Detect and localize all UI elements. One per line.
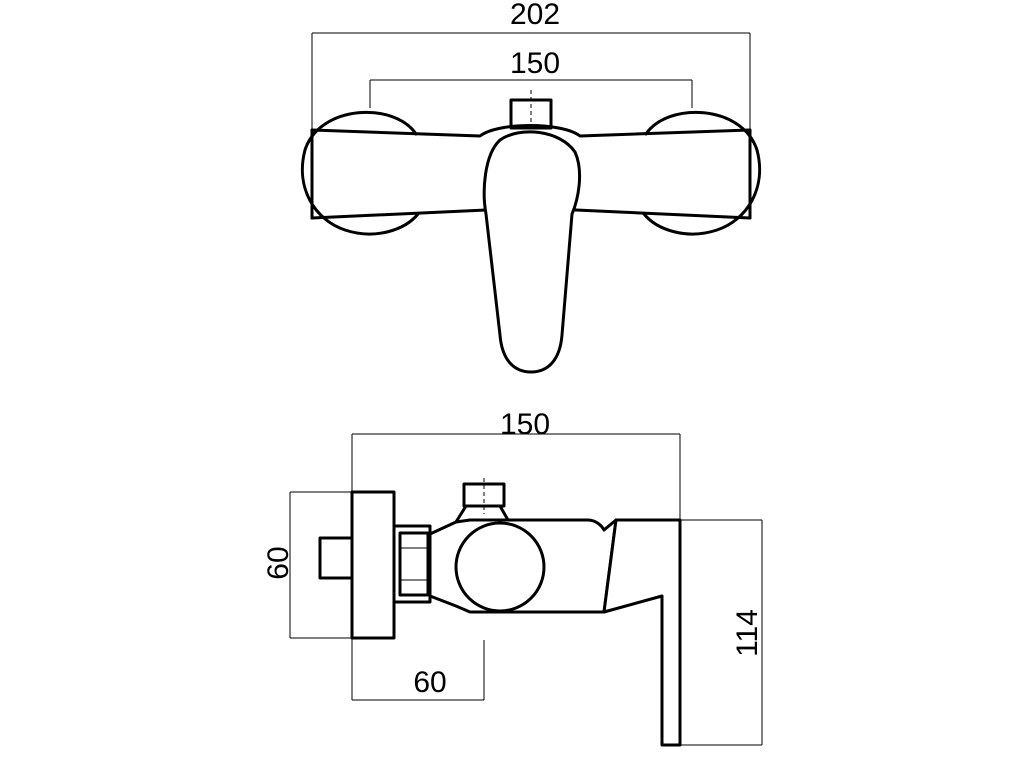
- dimension-overall-width: 202: [311, 0, 751, 138]
- rosette-right: [642, 110, 762, 236]
- dimension-label-114: 114: [731, 609, 764, 657]
- dimension-lever-114: 114: [680, 519, 764, 746]
- side-body: [428, 518, 618, 614]
- dimension-height-60: 60: [262, 491, 352, 639]
- front-view: 202 150: [300, 0, 762, 374]
- mixer-body: [310, 124, 752, 220]
- dimension-label-60-horizontal: 60: [413, 666, 446, 699]
- inlet-stub: [318, 536, 354, 580]
- hex-nut: [398, 531, 430, 597]
- dimension-centers: 150: [369, 47, 693, 108]
- side-outlet: [454, 478, 510, 524]
- rosette-side: [350, 490, 396, 640]
- dimension-label-202: 202: [510, 0, 560, 31]
- rosette-left: [300, 110, 420, 236]
- dimension-label-150-front: 150: [510, 47, 560, 80]
- dimension-offset-60: 60: [352, 640, 485, 701]
- dimension-label-60-vertical: 60: [262, 546, 295, 579]
- front-outlet: [509, 90, 553, 130]
- dimension-label-150-side: 150: [500, 408, 550, 441]
- dimension-depth: 150: [351, 408, 681, 700]
- cartridge-circle: [454, 521, 546, 613]
- side-lever: [602, 518, 682, 747]
- lever-handle: [482, 130, 582, 374]
- side-view: 150 60 60 114: [262, 408, 764, 747]
